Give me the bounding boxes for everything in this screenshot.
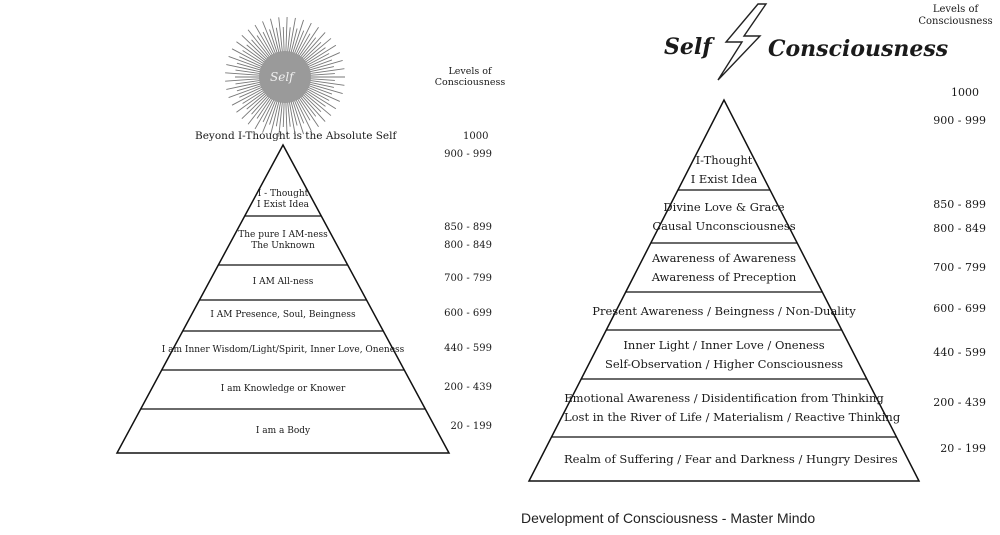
sun-burst-icon — [225, 17, 345, 137]
band-label: Divine Love & Grace — [663, 199, 785, 214]
level-range: 20 - 199 — [450, 421, 492, 432]
band-label: Realm of Suffering / Fear and Darkness /… — [564, 451, 898, 466]
levels-header-line: Levels of — [448, 66, 492, 77]
level-range: 200 - 439 — [933, 396, 986, 409]
level-range: 600 - 699 — [444, 308, 492, 319]
level-range: 440 - 599 — [933, 346, 986, 359]
levels-header-line: Consciousness — [918, 16, 993, 27]
levels-header: Levels of Consciousness — [425, 66, 515, 88]
band-label: I am Knowledge or Knower — [220, 384, 346, 394]
band-label: Awareness of Awareness — [651, 250, 797, 265]
level-range: 900 - 999 — [444, 149, 492, 160]
band-label: I - Thought — [257, 188, 309, 199]
figure-caption: Development of Consciousness - Master Mi… — [521, 510, 816, 526]
band-label: I am a Body — [255, 425, 311, 436]
band-label: Self-Observation / Higher Consciousness — [604, 356, 844, 371]
level-range: 850 - 899 — [444, 222, 492, 233]
band-label: The pure I AM-ness — [238, 229, 328, 240]
band-label: The Unknown — [251, 240, 315, 251]
band-label: I-Thought — [695, 153, 753, 167]
band-label: I Exist Idea — [256, 199, 310, 210]
sun-core — [259, 51, 311, 103]
top-caption: Beyond I-Thought is the Absolute Self — [195, 130, 397, 142]
level-range: 900 - 999 — [933, 114, 986, 127]
right-diagram-panel: Self Consciousness Levels of Consciousne… — [516, 0, 1000, 535]
band-label: I AM All-ness — [252, 277, 314, 287]
pyramid-outline — [527, 98, 921, 482]
band-label: I am Inner Wisdom/Light/Spirit, Inner Lo… — [161, 345, 405, 355]
band-label: Lost in the River of Life / Materialism … — [564, 410, 901, 424]
band-label: Causal Unconsciousness — [652, 218, 796, 233]
level-range: 800 - 849 — [444, 240, 492, 251]
level-range: 700 - 799 — [933, 261, 986, 274]
left-pyramid — [115, 143, 451, 454]
top-level: 1000 — [951, 86, 979, 99]
top-level: 1000 — [463, 131, 489, 142]
level-range: 200 - 439 — [444, 382, 492, 393]
levels-header-line: Consciousness — [434, 77, 506, 88]
left-diagram-panel: Self Levels of Consciousness Beyond I-Th… — [115, 17, 515, 454]
band-label: Emotional Awareness / Disidentification … — [564, 391, 884, 405]
band-label: Awareness of Preception — [651, 269, 797, 284]
band-label: Inner Light / Inner Love / Oneness — [623, 337, 825, 352]
level-range: 440 - 599 — [444, 343, 492, 354]
level-range: 700 - 799 — [444, 273, 492, 284]
level-range: 800 - 849 — [933, 222, 986, 235]
lightning-bolt-icon — [717, 3, 768, 81]
title-self: Self — [664, 34, 712, 60]
title-consciousness: Consciousness — [768, 36, 949, 62]
level-range: 850 - 899 — [933, 198, 986, 211]
right-pyramid — [527, 98, 921, 482]
levels-header: Levels of Consciousness — [911, 4, 1000, 28]
pyramid-outline — [115, 143, 451, 454]
band-label: I Exist Idea — [690, 172, 758, 186]
level-range: 600 - 699 — [933, 302, 986, 315]
band-label: I AM Presence, Soul, Beingness — [210, 310, 356, 320]
level-range: 20 - 199 — [940, 442, 986, 455]
levels-header-line: Levels of — [932, 4, 979, 15]
band-label: Present Awareness / Beingness / Non-Dual… — [592, 303, 856, 318]
sun-label: Self — [270, 70, 294, 84]
